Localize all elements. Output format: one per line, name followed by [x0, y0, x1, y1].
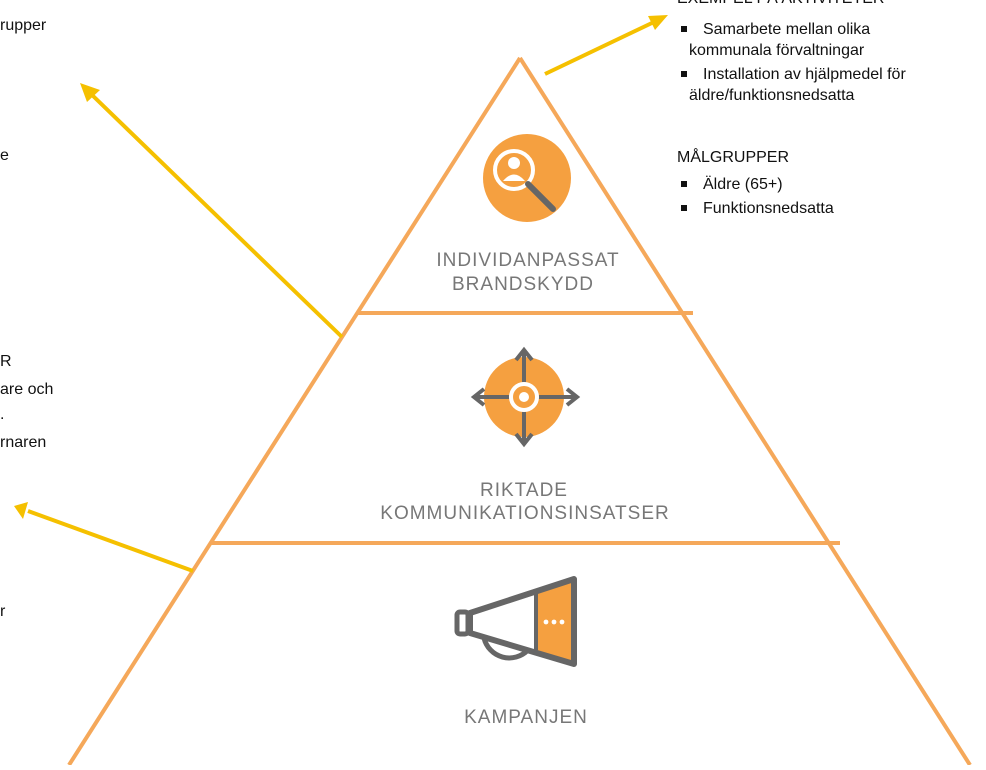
list-item: Äldre (65+) — [678, 174, 834, 195]
left-fragment: . — [0, 406, 5, 423]
activity-line: Samarbete mellan olika — [703, 21, 871, 38]
group-label: Funktionsnedsatta — [703, 200, 834, 217]
arrow-top-right — [544, 15, 668, 76]
list-item: Installation av hjälpmedel för äldre/fun… — [678, 64, 906, 106]
level-3-label: KAMPANJEN — [464, 707, 588, 728]
left-fragment: rnaren — [0, 434, 47, 451]
level-1-label-line2: BRANDSKYDD — [452, 274, 594, 295]
left-fragment: rupper — [0, 17, 47, 34]
left-fragment: are och — [0, 381, 54, 398]
left-fragment: R — [0, 353, 12, 370]
arrow-upper-left — [80, 83, 344, 339]
magnifier-person-icon — [483, 134, 571, 222]
activity-line: Installation av hjälpmedel för — [703, 66, 906, 83]
activities-list: Samarbete mellan olika kommunala förvalt… — [678, 19, 906, 106]
activities-heading: EXEMPEL PÅ AKTIVITETER — [677, 0, 884, 9]
level-2-label-line1: RIKTADE — [480, 480, 568, 501]
list-item: Samarbete mellan olika kommunala förvalt… — [678, 19, 906, 61]
arrow-lower-left — [14, 502, 194, 573]
level-2-label-line2: KOMMUNIKATIONSINSATSER — [380, 503, 669, 524]
level-1-label-line1: INDIVIDANPASSAT — [436, 250, 619, 271]
left-fragment: r — [0, 603, 6, 620]
left-fragment: e — [0, 147, 9, 164]
target-arrows-icon — [470, 346, 581, 448]
pyramid-right-edge — [518, 56, 972, 767]
target-groups-heading: MÅLGRUPPER — [677, 149, 790, 166]
activity-line: äldre/funktionsnedsatta — [689, 87, 855, 104]
megaphone-icon — [454, 576, 577, 667]
pyramid-left-edge — [67, 56, 522, 767]
list-item: Funktionsnedsatta — [678, 198, 834, 219]
activity-line: kommunala förvaltningar — [689, 42, 865, 59]
group-label: Äldre (65+) — [703, 176, 783, 193]
target-groups-list: Äldre (65+) Funktionsnedsatta — [678, 174, 834, 219]
